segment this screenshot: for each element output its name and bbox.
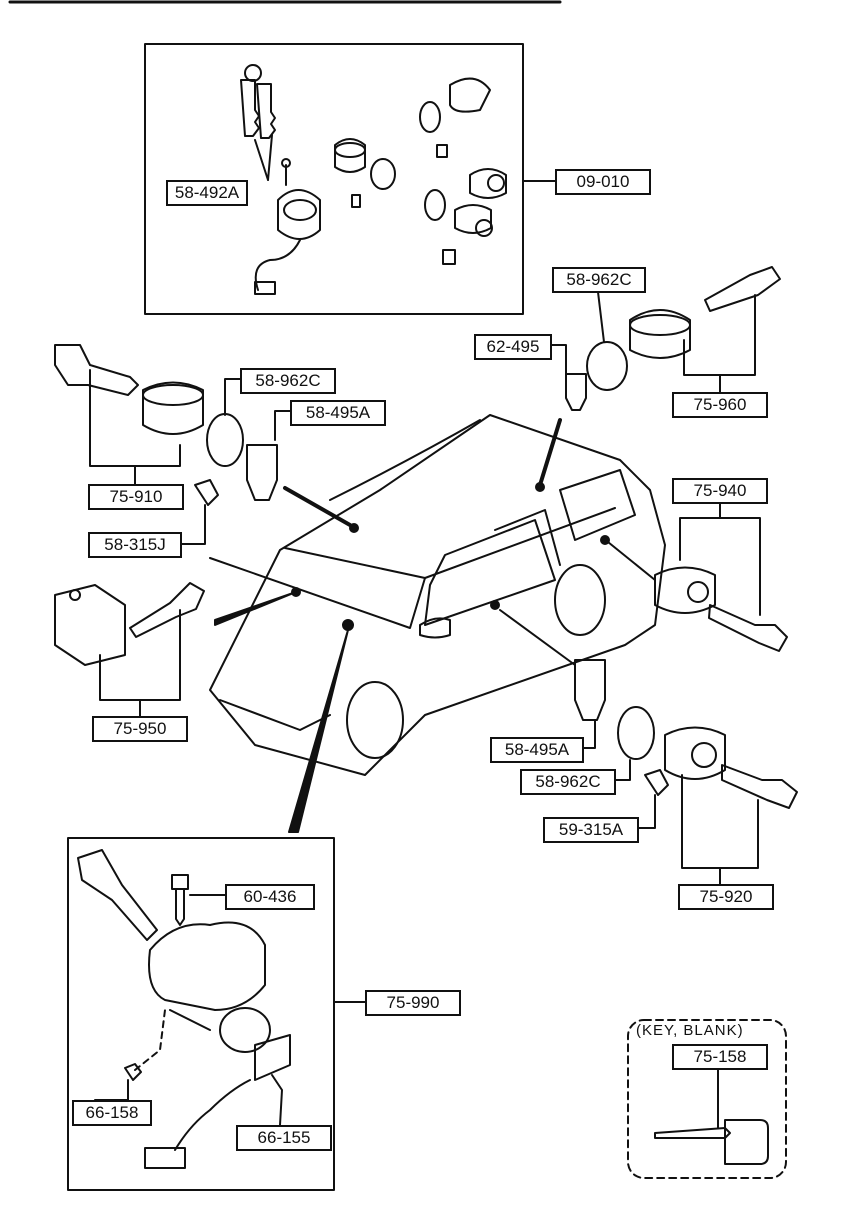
leader-66155 <box>271 1074 283 1126</box>
key-left-top-icon <box>54 344 139 396</box>
bracket-75920 <box>681 774 759 869</box>
pointer-ignition <box>288 629 349 833</box>
screw-66158-icon <box>124 1063 142 1081</box>
part-label-58-495A-left: 58-495A <box>290 400 386 426</box>
rod-clip-left-icon <box>194 479 219 506</box>
part-label-75-910: 75-910 <box>88 484 184 510</box>
kit-box-bottom <box>67 837 335 1191</box>
part-label-60-436: 60-436 <box>225 884 315 910</box>
key-left-middle-icon <box>129 582 205 638</box>
leader-58492A-b <box>267 134 273 181</box>
pointer-hood <box>214 591 297 626</box>
lock-point-front-door <box>490 600 500 610</box>
part-label-66-155: 66-155 <box>236 1125 332 1151</box>
leader-58495A-left <box>274 410 291 441</box>
lock-point-windshield <box>349 523 359 533</box>
lock-point-rear-door <box>535 482 545 492</box>
part-label-58-495A-right: 58-495A <box>490 737 584 763</box>
ignition-switch-icon <box>254 158 321 295</box>
seal-ring-left <box>206 413 244 467</box>
part-label-75-950: 75-950 <box>92 716 188 742</box>
steering-lock-body-icon <box>148 921 271 1053</box>
leader-58962C-top <box>597 291 605 343</box>
part-label-58-315J: 58-315J <box>88 532 182 558</box>
key-blank-icon <box>654 1119 769 1165</box>
part-label-58-962C-right: 58-962C <box>520 769 616 795</box>
kit-box-top <box>144 43 524 315</box>
pointer-front-door <box>499 609 576 666</box>
part-label-66-158: 66-158 <box>72 1100 152 1126</box>
lock-point-dash <box>342 619 354 631</box>
part-label-75-940: 75-940 <box>672 478 768 504</box>
part-label-75-920: 75-920 <box>678 884 774 910</box>
part-label-62-495: 62-495 <box>474 334 552 360</box>
pointer-top-right <box>538 418 562 487</box>
leader-58962C-right <box>611 759 631 781</box>
door-cylinder-left-icon <box>142 381 204 435</box>
leader-58315J <box>179 504 206 545</box>
leader-62495 <box>547 344 567 375</box>
bolt-60436-icon <box>171 874 189 926</box>
seal-ring-top-right <box>586 341 628 391</box>
door-cylinders-right-icon <box>419 77 507 265</box>
key-blank-box <box>627 1019 787 1179</box>
key-ignition-icon <box>77 849 158 941</box>
lock-cylinder-center-icon <box>334 138 396 208</box>
rear-lock-cylinder-icon <box>629 266 781 359</box>
leader-66158 <box>94 1079 129 1101</box>
part-label-75-960: 75-960 <box>672 392 768 418</box>
part-label-58-962C-top: 58-962C <box>552 267 646 293</box>
pointer-left-door <box>283 486 352 527</box>
part-label-58-962C-left: 58-962C <box>240 368 336 394</box>
tailgate-cylinder-icon <box>654 566 788 652</box>
hood-lock-icon <box>54 584 126 666</box>
retainer-clip-top-icon <box>565 373 587 411</box>
part-label-58-492A: 58-492A <box>166 180 248 206</box>
retainer-clip-left-icon <box>246 444 278 501</box>
seal-ring-right <box>617 706 655 760</box>
leader-59315A <box>634 794 656 829</box>
retainer-clip-right-icon <box>574 659 606 721</box>
pointer-tailgate <box>607 541 656 581</box>
front-door-cylinder-icon <box>664 726 798 809</box>
key-blank-note: (KEY, BLANK) <box>636 1022 744 1039</box>
leader-58495A-right <box>579 719 596 749</box>
rod-clip-right-icon <box>644 769 669 796</box>
part-label-75-158: 75-158 <box>672 1044 768 1070</box>
part-label-59-315A: 59-315A <box>543 817 639 843</box>
vehicle-body-icon <box>209 414 666 776</box>
leader-58492A <box>254 139 269 181</box>
bracket-75950 <box>99 609 181 701</box>
leader-58962C-left <box>224 378 241 416</box>
part-label-75-990: 75-990 <box>365 990 461 1016</box>
part-label-09-010: 09-010 <box>555 169 651 195</box>
key-pair-icon <box>240 64 276 139</box>
switch-harness-icon <box>144 1034 291 1169</box>
dashed-leader-66158 <box>134 1009 166 1071</box>
